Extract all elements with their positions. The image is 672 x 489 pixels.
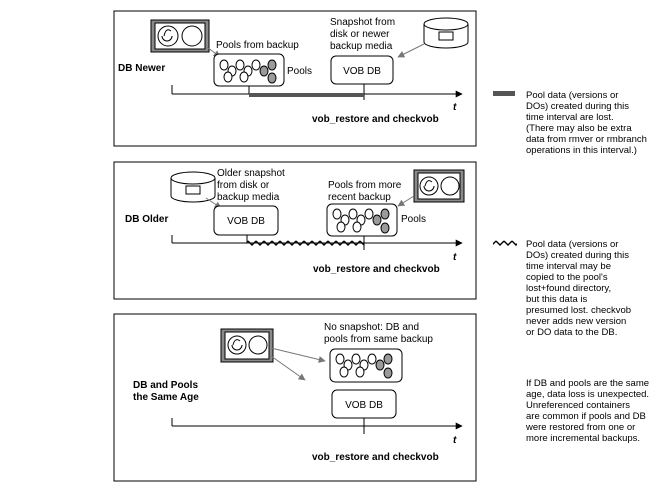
tape-icon: [150, 19, 210, 53]
legend-copied-swatch: [493, 240, 517, 246]
snapshot-text: Older snapshot from disk or backup media: [217, 168, 288, 203]
disk-icon: [423, 17, 469, 49]
vob-db-label: VOB DB: [345, 400, 383, 411]
panel-label: DB Newer: [118, 63, 165, 74]
legend-lost-text: Pool data (versions or DOs) created duri…: [526, 90, 650, 156]
pool-containers: [335, 353, 393, 379]
pools-from-backup-label: Pools from backup: [216, 40, 299, 51]
panel-label: DB Older: [125, 214, 168, 225]
legend-same-age-text: If DB and pools are the same age, data l…: [525, 378, 652, 444]
pools-text: Pools from more recent backup: [328, 180, 404, 203]
vob-db-box: [330, 55, 394, 85]
legend-lost-swatch: [493, 91, 515, 96]
vob-db-label: VOB DB: [227, 216, 265, 227]
restore-text: vob_restore and checkvob: [312, 452, 439, 463]
axis-t: t: [453, 102, 457, 113]
panel-frame: [113, 313, 477, 482]
legend-lost: Pool data (versions or DOs) created duri…: [493, 90, 650, 156]
legend-copied-text: Pool data (versions or DOs) created duri…: [526, 239, 634, 338]
copied-interval-bar: [247, 240, 364, 246]
pool-containers: [219, 59, 277, 84]
legend-same-age: If DB and pools are the same age, data l…: [525, 378, 652, 444]
panel-db-newer: DB Newer Pools from backup Pools Snapsho…: [113, 10, 477, 147]
vob-db-label: VOB DB: [343, 66, 381, 77]
tape-icon: [413, 169, 465, 203]
lost-interval-bar: [249, 93, 364, 97]
panel-label: DB and Pools the Same Age: [133, 380, 201, 403]
pool-containers: [332, 208, 390, 234]
pools-label: Pools: [401, 214, 426, 225]
axis-t: t: [453, 252, 457, 263]
disk-icon: [170, 171, 216, 203]
snapshot-text: No snapshot: DB and pools from same back…: [324, 322, 433, 345]
tape-icon: [220, 328, 274, 363]
legend-copied: Pool data (versions or DOs) created duri…: [493, 239, 634, 338]
axis-t: t: [453, 435, 457, 446]
panel-db-older: DB Older Older snapshot from disk or bac…: [113, 161, 477, 300]
restore-text: vob_restore and checkvob: [313, 264, 440, 275]
vob-db-box: [213, 205, 279, 236]
panel-same-age: DB and Pools the Same Age No snapshot: D…: [113, 313, 477, 482]
snapshot-text: Snapshot from disk or newer backup media: [330, 17, 398, 52]
restore-text: vob_restore and checkvob: [312, 114, 439, 125]
pools-label: Pools: [287, 66, 312, 77]
